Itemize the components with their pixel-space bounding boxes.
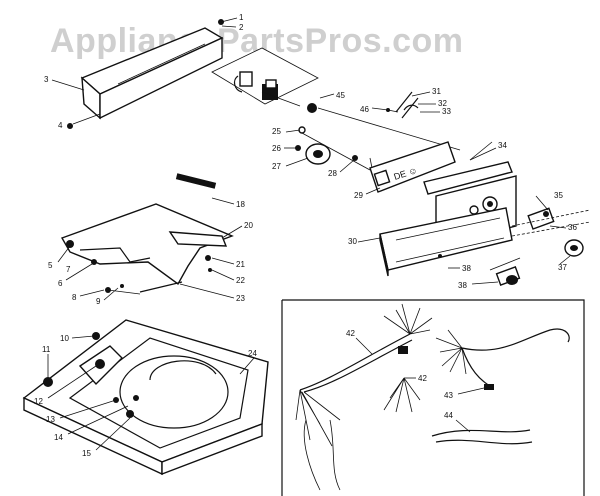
callout-22: 22 <box>236 276 245 285</box>
callout-33: 33 <box>442 107 451 116</box>
top-cover <box>22 319 269 476</box>
callout-35: 35 <box>554 191 563 200</box>
callout-26: 26 <box>272 144 281 153</box>
timer-parts <box>295 103 461 171</box>
callout-21: 21 <box>236 260 245 269</box>
control-panel: DE ☺ <box>369 141 456 193</box>
callout-7: 7 <box>66 265 71 274</box>
callout-10: 10 <box>60 334 69 343</box>
callout-3: 3 <box>44 75 49 84</box>
callout-36: 36 <box>568 223 577 232</box>
callout-14: 14 <box>54 433 63 442</box>
callout-28: 28 <box>328 169 337 178</box>
callout-12: 12 <box>34 397 43 406</box>
callout-27: 27 <box>272 162 281 171</box>
callout-15: 15 <box>82 449 91 458</box>
control-bracket <box>67 17 238 129</box>
callout-8: 8 <box>72 293 77 302</box>
callout-24: 24 <box>248 349 257 358</box>
callout-38-knob: 38 <box>458 281 467 290</box>
callout-32: 32 <box>438 99 447 108</box>
callout-25: 25 <box>272 127 281 136</box>
callout-9: 9 <box>96 297 101 306</box>
valve-bracket <box>60 173 234 295</box>
callout-46: 46 <box>360 105 369 114</box>
callout-30: 30 <box>348 237 357 246</box>
callout-11: 11 <box>42 345 51 354</box>
callout-labels: 1 2 3 4 45 25 26 27 28 29 31 32 33 46 34… <box>34 13 577 458</box>
callout-45: 45 <box>336 91 345 100</box>
callout-20: 20 <box>244 221 253 230</box>
knob-assembly <box>489 207 591 286</box>
callout-37: 37 <box>558 263 567 272</box>
callout-29: 29 <box>354 191 363 200</box>
callout-18: 18 <box>236 200 245 209</box>
callout-2: 2 <box>239 23 244 32</box>
callout-43: 43 <box>444 391 453 400</box>
callout-13: 13 <box>46 415 55 424</box>
callout-23: 23 <box>236 294 245 303</box>
callout-42-lower: 42 <box>418 374 427 383</box>
callout-38-panel: 38 <box>462 264 471 273</box>
switch-plate <box>211 47 319 107</box>
leader-lines <box>47 79 571 451</box>
front-panel <box>379 207 513 277</box>
callout-4: 4 <box>58 121 63 130</box>
callout-6: 6 <box>58 279 63 288</box>
callout-42-upper: 42 <box>346 329 355 338</box>
callout-34: 34 <box>498 141 507 150</box>
callout-5: 5 <box>48 261 53 270</box>
callout-1: 1 <box>239 13 244 22</box>
wire-harness-inset <box>281 299 585 496</box>
callout-44: 44 <box>444 411 453 420</box>
callout-31: 31 <box>432 87 441 96</box>
